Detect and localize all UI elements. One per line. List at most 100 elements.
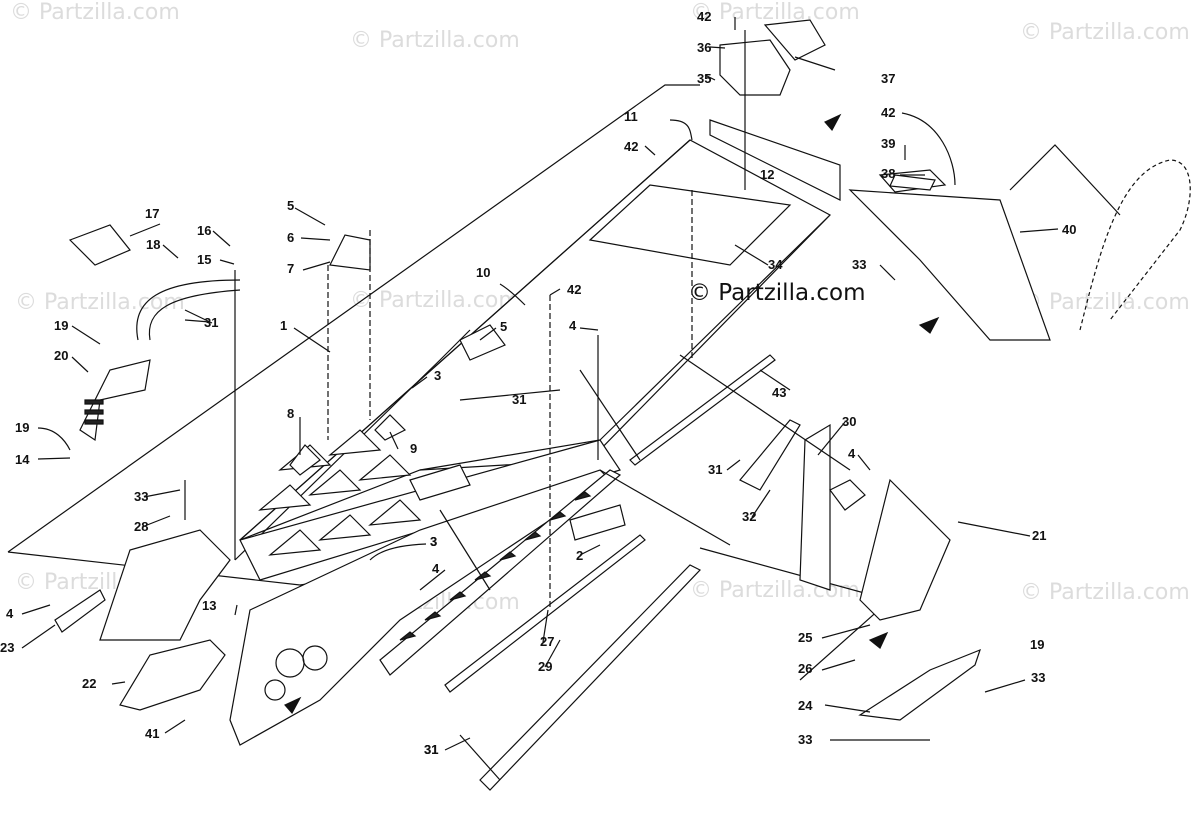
- leader-line: [420, 570, 445, 590]
- callout: 41: [145, 726, 159, 741]
- callout: 27: [540, 634, 554, 649]
- part-22-cover: [120, 640, 225, 710]
- leader-line: [825, 705, 870, 712]
- callout: 17: [145, 206, 159, 221]
- callout: 28: [134, 519, 148, 534]
- callout: 23: [0, 640, 14, 655]
- leader-line: [390, 432, 398, 449]
- watermark: © Partzilla.com: [10, 0, 180, 25]
- watermark: © Partzilla.com: [690, 0, 860, 25]
- leader-line: [645, 146, 655, 155]
- rear-frame-boundary: [1010, 145, 1120, 215]
- leader-line: [480, 328, 496, 340]
- leader-line: [112, 682, 125, 684]
- leader-line: [1020, 229, 1058, 232]
- callout: 4: [569, 318, 577, 333]
- direction-arrow: [920, 318, 938, 333]
- part-4-disc: [830, 480, 865, 510]
- callout-numbers: 1 2 3 3 3 4 4 4 4 5 5 6 7 8 9 10 11 12 1…: [0, 9, 1076, 757]
- callout: 5: [500, 319, 507, 334]
- leader-line: [220, 260, 234, 264]
- direction-arrow: [825, 115, 840, 130]
- callout: 11: [624, 109, 638, 124]
- part-39-decal: [890, 175, 935, 190]
- leader-line: [985, 680, 1025, 692]
- callout: 8: [287, 406, 294, 421]
- part-30-bracket: [800, 425, 830, 590]
- leader-line: [580, 545, 600, 555]
- callout: 19: [1030, 637, 1044, 652]
- callout: 10: [476, 265, 490, 280]
- leader-line: [303, 262, 330, 270]
- callout: 31: [204, 315, 218, 330]
- guide-line: [440, 510, 490, 590]
- leader-line: [38, 428, 70, 450]
- callout: 6: [287, 230, 294, 245]
- leader-line: [163, 245, 178, 258]
- leader-line: [412, 377, 427, 388]
- callout: 7: [287, 261, 294, 276]
- leader-line: [902, 113, 955, 185]
- leader-line: [822, 660, 855, 670]
- callout: 32: [742, 509, 756, 524]
- lower-lattice-strip-holes: [400, 492, 590, 640]
- leader-line: [705, 75, 715, 80]
- watermark: © Partzilla.com: [690, 578, 860, 603]
- leader-line: [735, 245, 768, 265]
- running-board-rail-29: [480, 565, 700, 790]
- callout: 33: [1031, 670, 1045, 685]
- part-17-cap: [70, 225, 130, 265]
- callout: 33: [798, 732, 812, 747]
- leader-line: [144, 490, 180, 497]
- rear-frame-loop: [1080, 160, 1190, 330]
- callout: 26: [798, 661, 812, 676]
- callout: 16: [197, 223, 211, 238]
- direction-arrow: [285, 698, 300, 713]
- leader-line: [818, 422, 845, 455]
- part-24-plate: [860, 650, 980, 720]
- leader-line: [550, 289, 560, 295]
- callout: 20: [54, 348, 68, 363]
- callout: 25: [798, 630, 812, 645]
- running-board-rail-27: [445, 535, 645, 692]
- leader-line: [72, 357, 88, 372]
- callout: 4: [6, 606, 14, 621]
- chassis-side-hole: [265, 680, 285, 700]
- leader-line: [543, 610, 548, 642]
- part-12-brace: [710, 120, 840, 200]
- running-board-rail-43: [630, 355, 775, 465]
- callout: 19: [54, 318, 68, 333]
- leader-line: [185, 320, 210, 322]
- leader-line: [500, 284, 525, 305]
- leader-line: [185, 310, 212, 323]
- leader-line: [142, 516, 170, 527]
- callout: 39: [881, 136, 895, 151]
- part-32-plate: [740, 420, 800, 490]
- guide-line: [580, 370, 640, 460]
- tunnel-access-plate: [590, 185, 790, 265]
- leader-line: [370, 544, 426, 560]
- leader-line: [22, 625, 55, 648]
- callout: 31: [424, 742, 438, 757]
- leader-line: [22, 605, 50, 614]
- watermark: © Partzilla.com: [350, 288, 520, 313]
- leader-line: [213, 231, 230, 246]
- leader-line: [545, 640, 560, 667]
- part-20-slots: [85, 400, 103, 424]
- callout: 37: [881, 71, 895, 86]
- leader-line: [460, 390, 560, 400]
- callout: 22: [82, 676, 96, 691]
- callout: 31: [424, 742, 438, 757]
- callout: 5: [287, 198, 294, 213]
- leader-line: [301, 238, 330, 240]
- callout: 35: [697, 71, 711, 86]
- callout: 18: [146, 237, 160, 252]
- guide-line: [600, 470, 730, 545]
- part-2-bracket: [570, 505, 625, 540]
- leader-line: [710, 47, 725, 48]
- callout: 15: [197, 252, 211, 267]
- part-25-footrest: [860, 480, 950, 620]
- callout: 33: [852, 257, 866, 272]
- callout: 31: [512, 392, 526, 407]
